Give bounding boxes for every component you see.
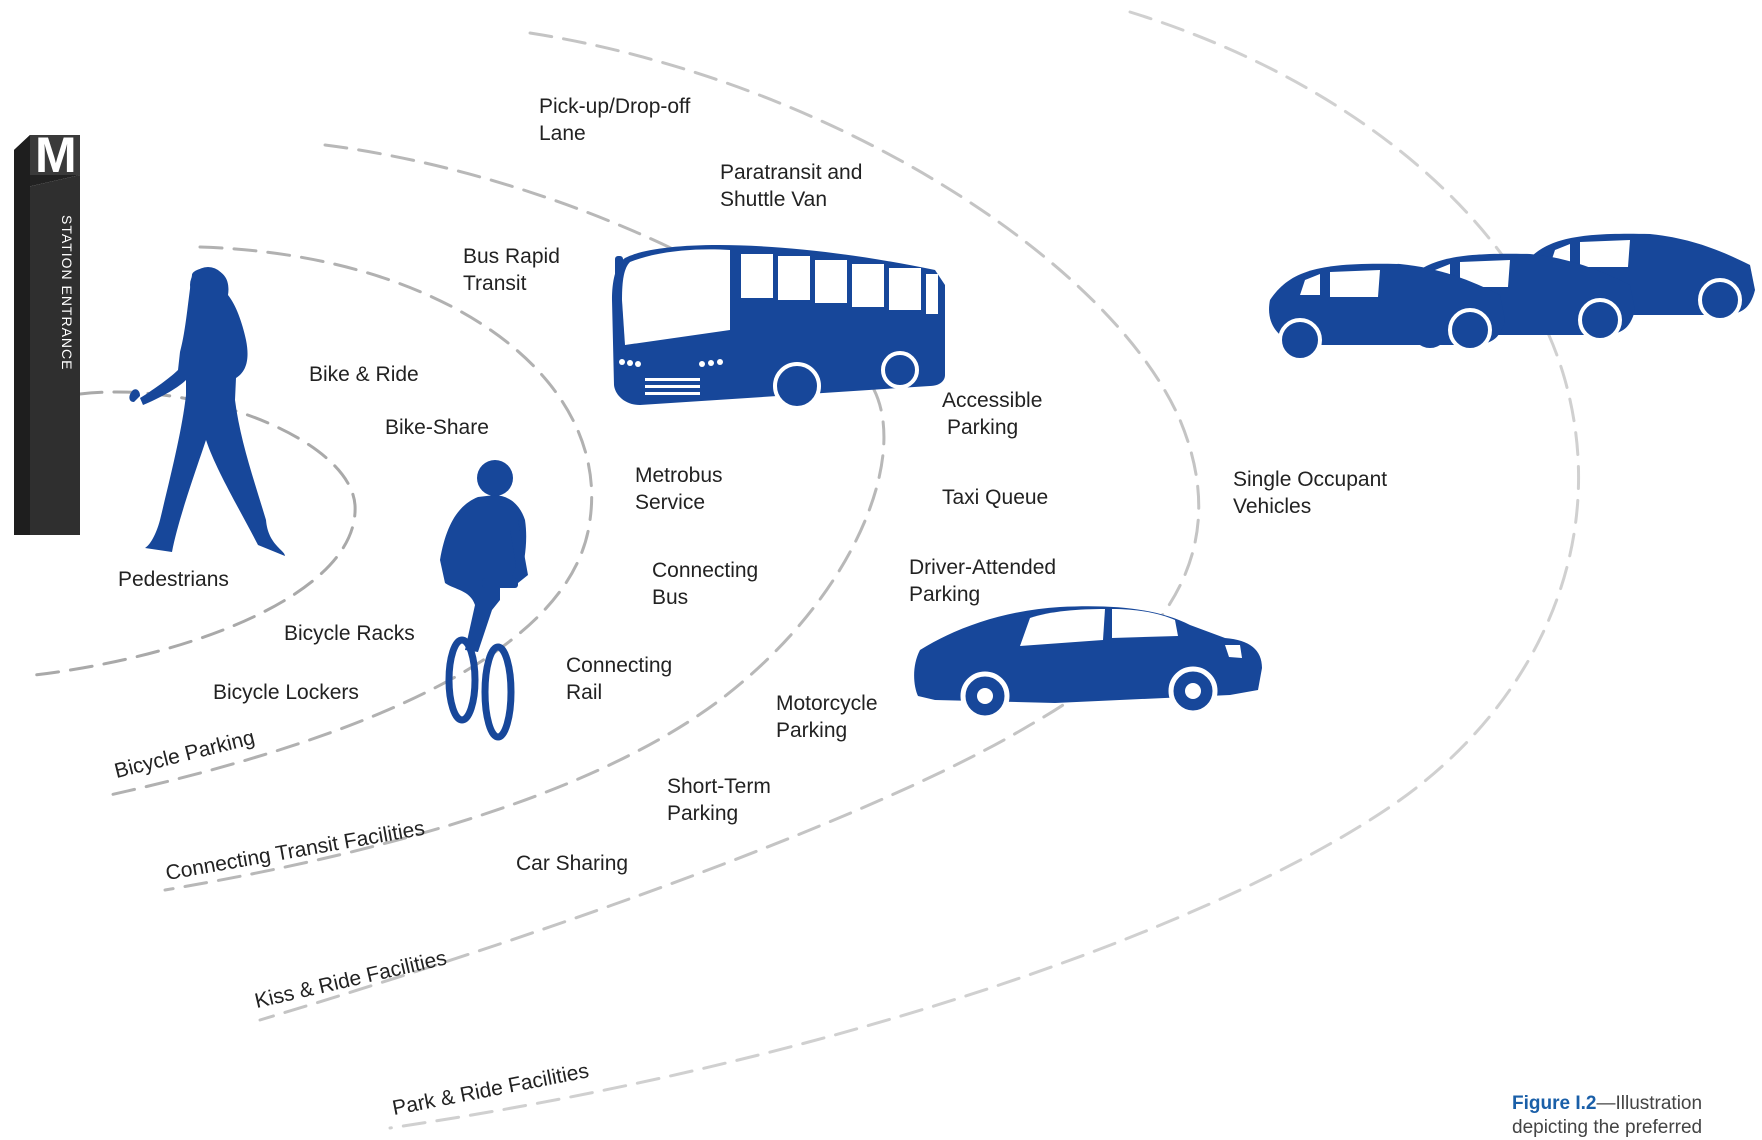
bus-icon	[612, 245, 945, 410]
cyclist-icon	[440, 460, 528, 741]
label-bicycle-racks: Bicycle Racks	[284, 622, 415, 645]
ring-park-ride	[388, 10, 1581, 1130]
car-icon	[914, 606, 1262, 721]
ring-bicycle	[108, 245, 594, 797]
label-bike-share: Bike-Share	[385, 416, 489, 439]
label-bicycle-lockers: Bicycle Lockers	[213, 681, 359, 704]
label-pedestrians: Pedestrians	[118, 568, 229, 591]
sign-text: STATION ENTRANCE	[59, 215, 75, 371]
label-car-sharing: Car Sharing	[516, 852, 629, 875]
figure-caption: Figure I.2—Illustration depicting the pr…	[1512, 1092, 1702, 1140]
label-taxi-queue: Taxi Queue	[942, 486, 1049, 509]
caption-line2: depicting the preferred	[1512, 1117, 1703, 1138]
ring-transit	[163, 143, 886, 892]
figure-number: Figure I.2	[1512, 1093, 1597, 1114]
cars-group-icon	[1269, 233, 1755, 362]
sign-letter: M	[35, 127, 77, 183]
pedestrian-icon	[129, 267, 285, 556]
ring-kiss-ride	[258, 31, 1201, 1022]
caption-text: —Illustration	[1596, 1093, 1703, 1114]
station-sign-icon: M STATION ENTRANCE	[14, 127, 80, 535]
label-bike-ride: Bike & Ride	[309, 363, 419, 386]
